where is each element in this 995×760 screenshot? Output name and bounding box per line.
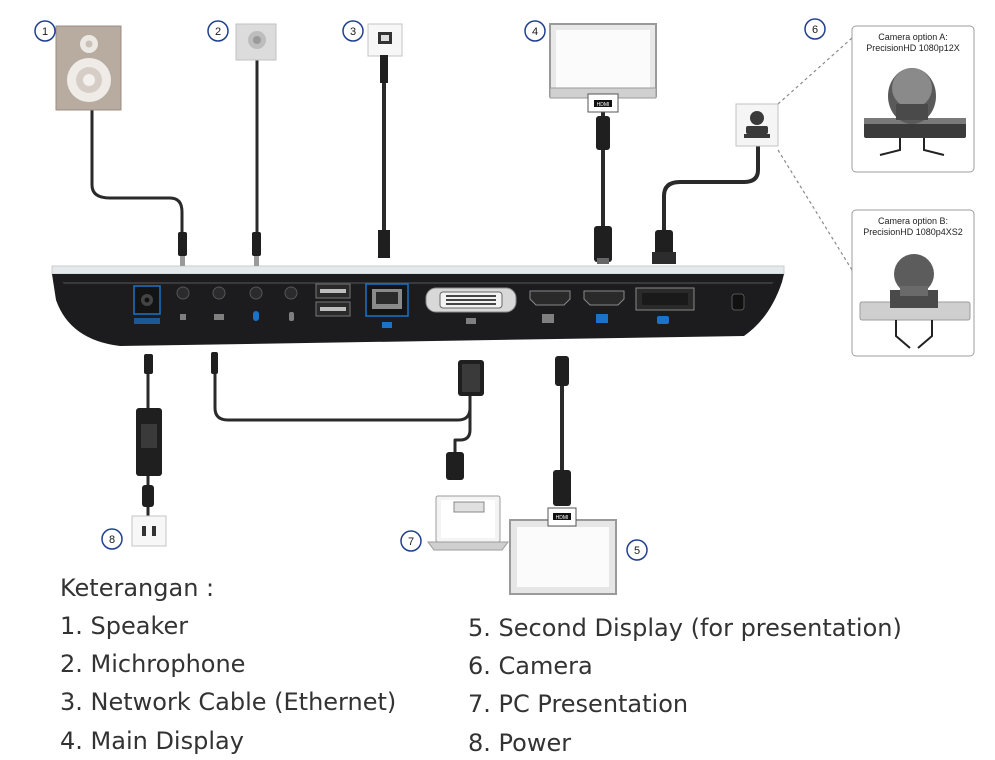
camera-option-a-card: Camera option A: PrecisionHD 1080p12X xyxy=(851,25,975,173)
badge-8: 8 xyxy=(101,528,123,550)
mic-port-symbol xyxy=(253,311,259,321)
badge-1: 1 xyxy=(34,20,56,42)
camera-plug xyxy=(652,230,676,264)
badge-6: 6 xyxy=(804,18,826,40)
legend-item-6: 6. Camera xyxy=(468,652,593,680)
camera-option-b-model: PrecisionHD 1080p4XS2 xyxy=(863,227,963,237)
camera-option-a-label: Camera option A: xyxy=(878,32,948,42)
badge-5-label: 5 xyxy=(634,545,640,557)
camera-option-a-model: PrecisionHD 1080p12X xyxy=(866,43,960,53)
badge-4-label: 4 xyxy=(532,26,538,38)
hdmi-port-in xyxy=(529,290,571,323)
audio-jacks xyxy=(176,286,298,300)
power-outlet-icon xyxy=(131,515,167,547)
bottom-plugs xyxy=(144,352,571,506)
badge-8-label: 8 xyxy=(109,534,115,546)
legend-item-2: 2. Michrophone xyxy=(60,650,246,678)
pc-video-cable xyxy=(453,393,472,462)
second-display-icon: HDMI xyxy=(509,507,617,595)
camera-option-links xyxy=(777,37,853,271)
main-display-icon: HDMI xyxy=(549,23,657,113)
hdmi-port-out-1 xyxy=(583,290,625,323)
badge-5: 5 xyxy=(626,539,648,561)
legend-title: Keterangan : xyxy=(60,574,215,602)
microphone-icon xyxy=(235,23,277,61)
speaker-icon xyxy=(55,25,122,111)
badge-3-label: 3 xyxy=(350,26,356,38)
pc-audio-cable xyxy=(213,370,472,422)
laptop-icon xyxy=(427,452,509,551)
badge-2-label: 2 xyxy=(215,26,221,38)
badge-6-label: 6 xyxy=(812,24,818,36)
badge-2: 2 xyxy=(207,20,229,42)
second-display-hdmi-tag: HDMI xyxy=(556,515,569,521)
power-port xyxy=(133,285,161,315)
legend-item-8: 8. Power xyxy=(468,729,572,757)
badge-3: 3 xyxy=(342,20,364,42)
camera-option-b-label: Camera option B: xyxy=(878,216,948,226)
camera-option-b-card: Camera option B: PrecisionHD 1080p4XS2 xyxy=(851,209,975,357)
legend-item-7: 7. PC Presentation xyxy=(468,690,689,718)
usb-ports xyxy=(315,283,351,317)
main-display-hdmi-tag: HDMI xyxy=(597,102,610,108)
badge-1-label: 1 xyxy=(42,26,48,38)
legend-item-4: 4. Main Display xyxy=(60,727,244,755)
legend-item-3: 3. Network Cable (Ethernet) xyxy=(60,688,397,716)
badge-7-label: 7 xyxy=(408,536,414,548)
dvi-port xyxy=(425,287,517,324)
camera-port xyxy=(635,287,695,324)
speaker-cable xyxy=(90,108,184,242)
badge-7: 7 xyxy=(400,530,422,552)
hdmi-plug-top xyxy=(594,116,612,264)
camera-cable xyxy=(662,145,760,240)
network-socket-icon xyxy=(367,23,403,57)
camera-connector-icon xyxy=(735,103,779,147)
lock-slot xyxy=(731,293,745,311)
badge-4: 4 xyxy=(524,20,546,42)
top-plugs xyxy=(178,232,261,266)
legend-item-1: 1. Speaker xyxy=(60,612,189,640)
network-plug-top xyxy=(378,55,390,258)
power-adapter-icon xyxy=(136,408,162,507)
legend-item-5: 5. Second Display (for presentation) xyxy=(468,614,902,642)
device-ports xyxy=(133,283,745,328)
